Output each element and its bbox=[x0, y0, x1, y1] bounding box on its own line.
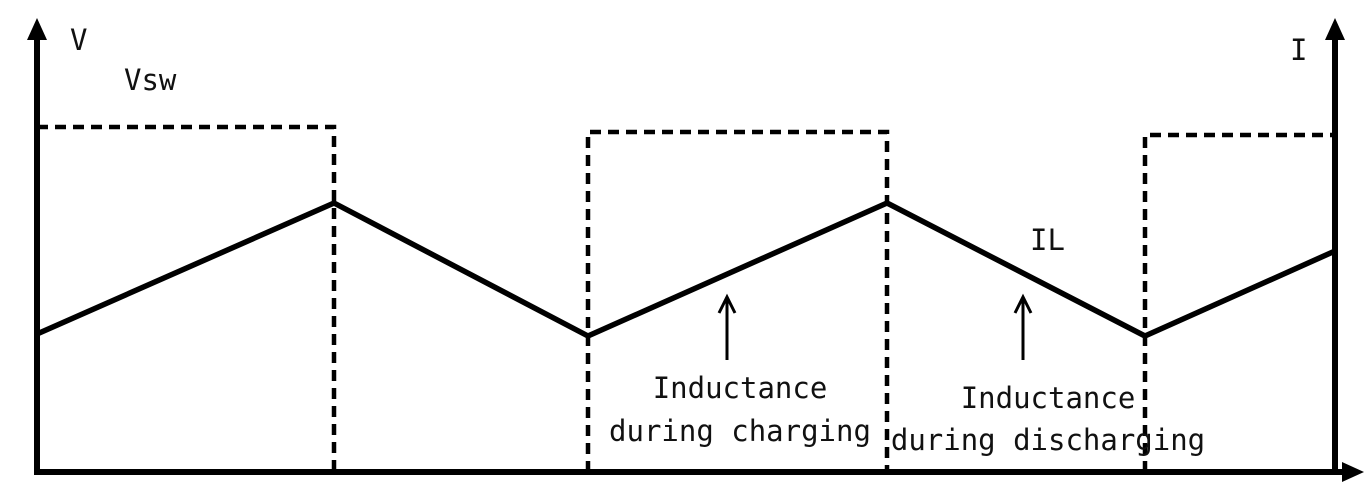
y-axis-label-v: V bbox=[70, 23, 87, 57]
left-y-axis-arrowhead bbox=[27, 18, 47, 40]
y-axis-label-i: I bbox=[1290, 33, 1307, 67]
discharging-label-line1: Inductance bbox=[961, 381, 1136, 415]
charging-label-line1: Inductance bbox=[653, 371, 828, 405]
discharging-label-line2: during discharging bbox=[891, 423, 1205, 457]
charging-label-line2: during charging bbox=[609, 414, 871, 448]
axes bbox=[27, 18, 1364, 482]
il-label: IL bbox=[1030, 223, 1065, 257]
time-axis-arrowhead bbox=[1342, 462, 1364, 482]
inductor-current-waveform bbox=[35, 199, 1337, 340]
vsw-label: Vsw bbox=[124, 63, 177, 97]
charging-pointer-arrow bbox=[717, 293, 737, 360]
discharging-pointer-arrow bbox=[1013, 293, 1033, 360]
right-y-axis-arrowhead bbox=[1325, 18, 1345, 40]
switch-voltage-waveform bbox=[37, 124, 1335, 472]
